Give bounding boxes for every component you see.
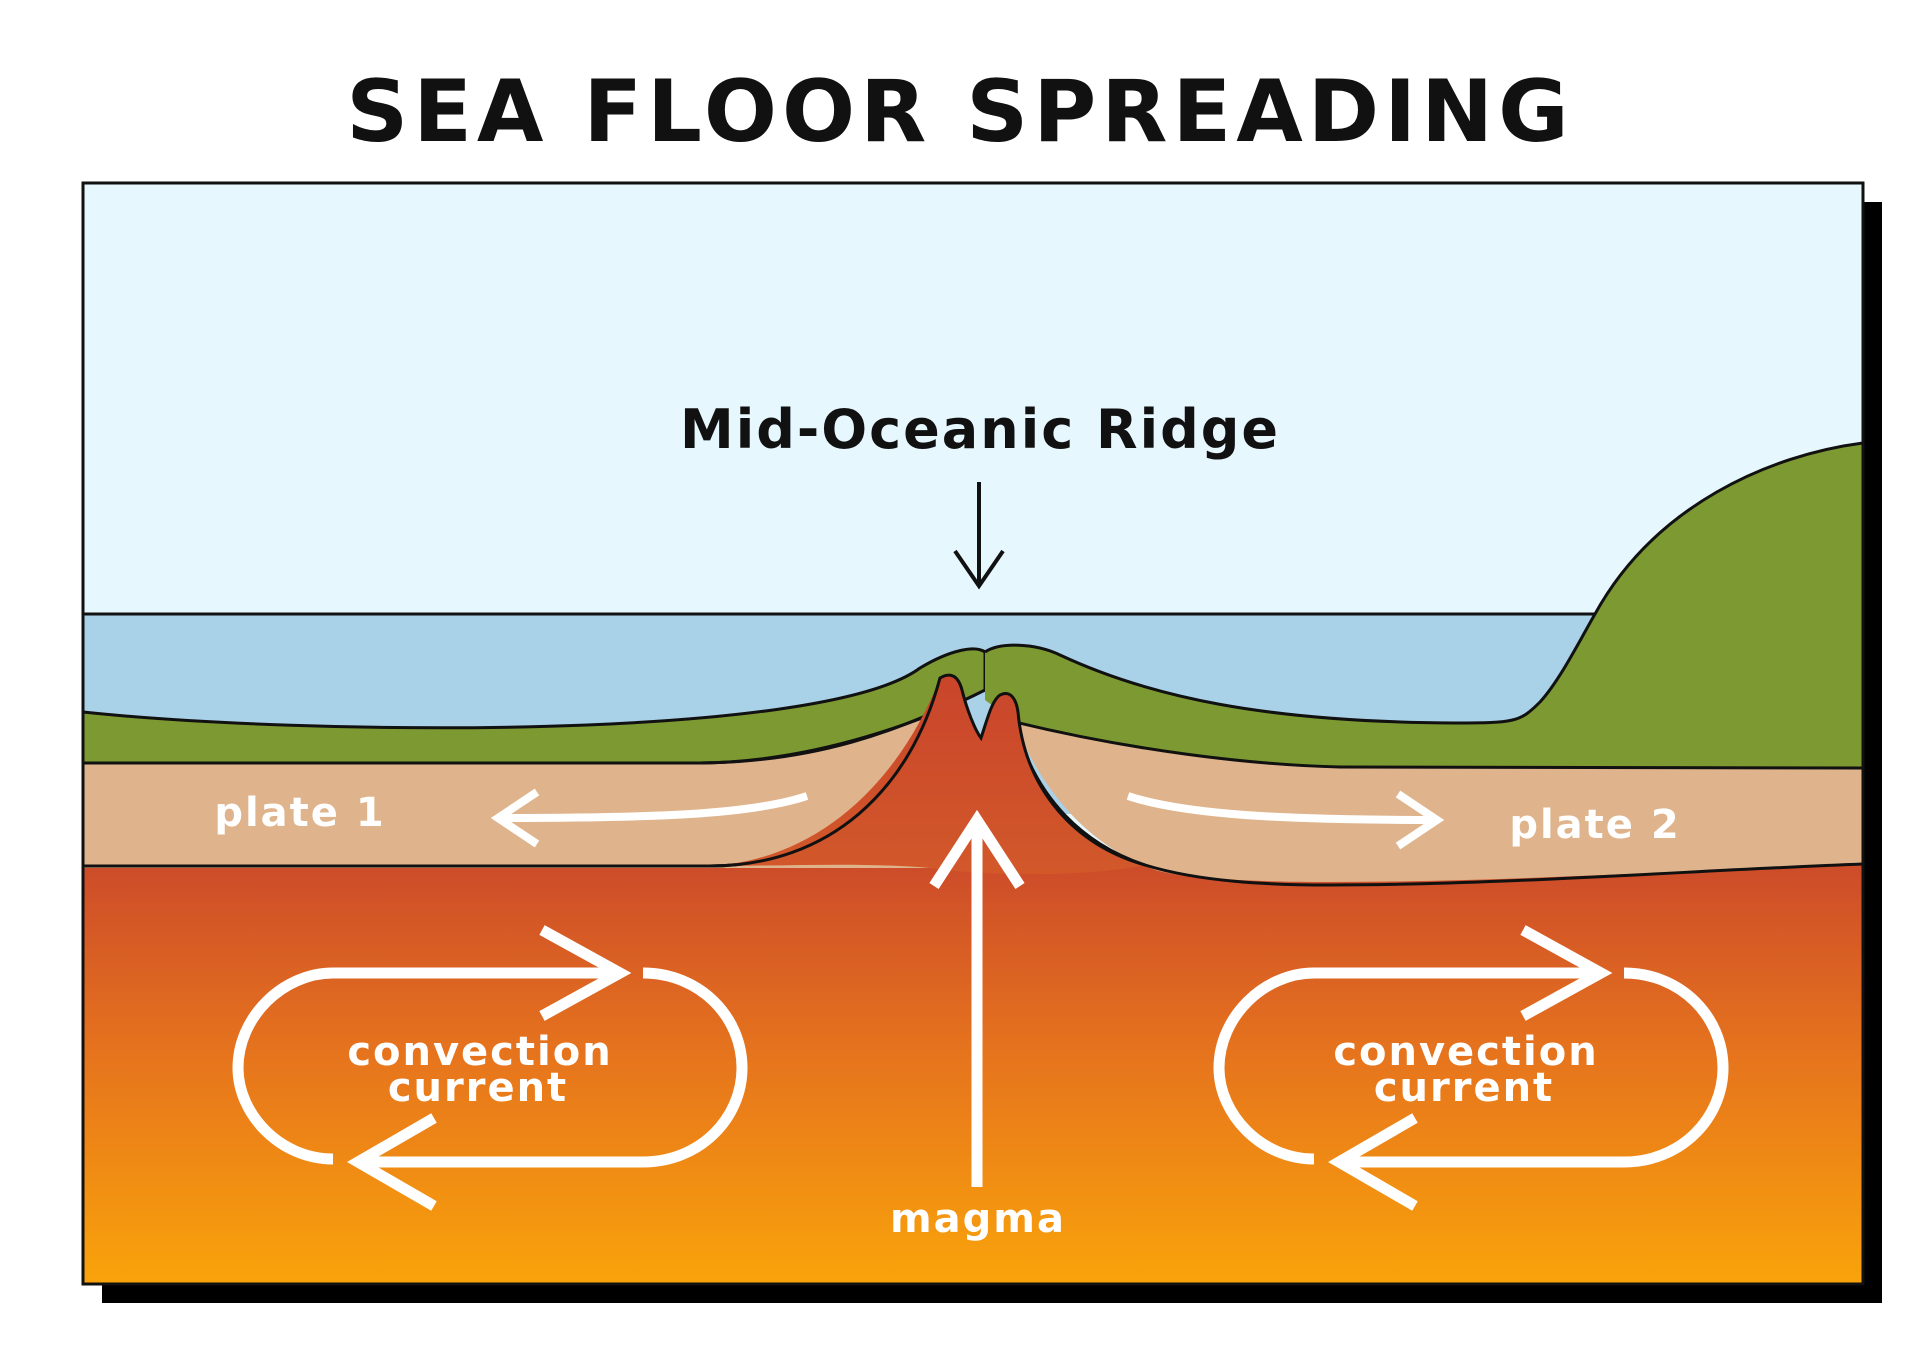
convection-left-label-line2: current: [388, 1065, 568, 1111]
crust-right-continent: [985, 443, 1863, 768]
plate-2-direction-arrow: [1126, 790, 1445, 850]
plate-2-layer: [1015, 722, 1863, 882]
magma-label: magma: [890, 1196, 1066, 1242]
diagram-title: SEA FLOOR SPREADING: [346, 62, 1574, 162]
ridge-label: Mid-Oceanic Ridge: [680, 398, 1280, 461]
plate-1-direction-arrow: [490, 788, 809, 848]
convection-left-label-line1: convection: [347, 1029, 612, 1075]
plate-1-layer: [83, 705, 985, 868]
ridge-magma: [710, 675, 1145, 875]
convection-current-left-arrow: [232, 925, 748, 1211]
frame-border: [81, 181, 1865, 1286]
convection-right-label-line1: convection: [1333, 1029, 1598, 1075]
convection-right-label-line2: current: [1374, 1065, 1554, 1111]
ridge-pointer-arrow: [953, 482, 1005, 590]
plate-2-label: plate 2: [1509, 802, 1680, 848]
convection-current-right-arrow: [1213, 925, 1729, 1211]
magma-up-arrow: [929, 809, 1025, 1187]
plate-1-label: plate 1: [214, 790, 385, 836]
